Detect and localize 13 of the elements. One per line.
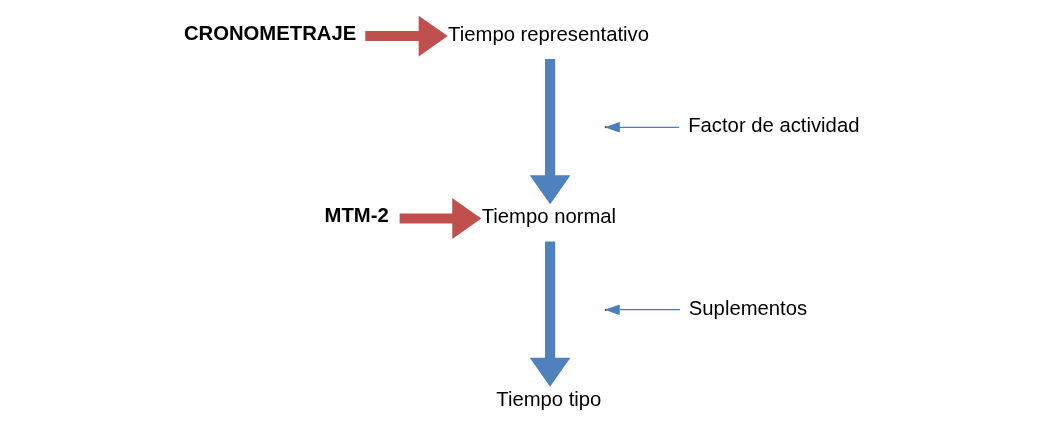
node-text: Tiempo tipo [495, 387, 601, 410]
node-text: CRONOMETRAJE [183, 21, 356, 44]
arrow [399, 198, 481, 239]
node-text: Factor de actividad [687, 114, 859, 137]
arrow [604, 121, 680, 133]
arrow [529, 241, 570, 387]
node-text: Suplementos [688, 296, 807, 319]
node-text: Tiempo normal [481, 205, 616, 228]
arrow [604, 304, 681, 316]
node-text: Tiempo representativo [447, 22, 649, 45]
arrow [529, 59, 570, 205]
arrow [364, 15, 448, 57]
node-text: MTM-2 [324, 204, 389, 227]
